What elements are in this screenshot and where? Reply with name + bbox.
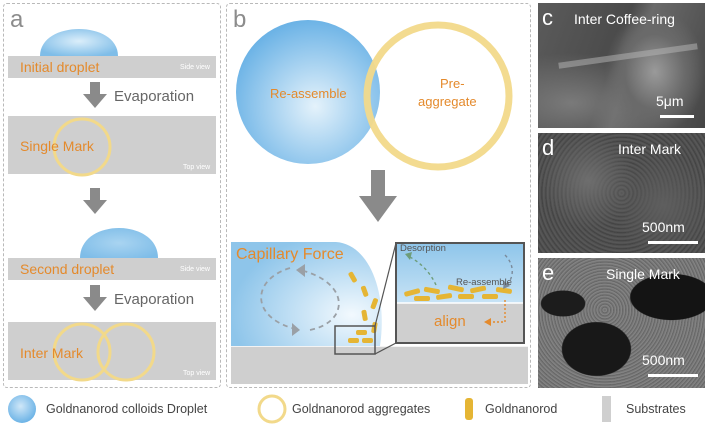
panel-c-label: Inter Coffee-ring: [574, 11, 675, 27]
reassemble-small-label: Re-assemble: [456, 277, 512, 288]
evaporation-arrow-1-icon: [83, 82, 107, 108]
panel-c-letter: c: [542, 5, 553, 30]
side-view-label-1: Side view: [180, 64, 210, 71]
panel-d-scale-bar: [648, 241, 698, 244]
legend-substrate-label: Substrates: [626, 402, 686, 416]
panel-b: b: [226, 3, 531, 388]
panel-e-scale-bar: [648, 374, 698, 377]
magnify-box: [334, 325, 376, 355]
substrate-b: [231, 346, 528, 384]
down-arrow-2-icon: [83, 188, 107, 214]
sem-panel-d: d Inter Mark 500nm: [538, 133, 705, 253]
legend-droplet-icon: [8, 395, 36, 423]
side-view-label-2: Side view: [180, 266, 210, 273]
panel-d-label: Inter Mark: [618, 141, 682, 157]
single-mark-label: Single Mark: [20, 138, 94, 154]
initial-droplet-shape: [40, 29, 118, 56]
capillary-force-label: Capillary Force: [236, 246, 344, 263]
capillary-droplet-shape: [231, 242, 382, 346]
sem-panel-e: e Single Mark 500nm: [538, 258, 705, 388]
legend-graphics: [8, 394, 611, 424]
down-arrow-b-icon: [359, 170, 397, 222]
panel-a-graphics: [40, 29, 158, 311]
panel-a-letter: a: [10, 6, 24, 33]
top-view-label-1: Top view: [183, 164, 211, 171]
legend-aggregate-label: Goldnanorod aggregates: [292, 402, 431, 416]
substrate-inter-mark: [8, 322, 216, 380]
legend-aggregate-icon: [257, 394, 287, 424]
panel-c-scale-label: 5μm: [656, 93, 684, 109]
evaporation-label-2: Evaporation: [114, 291, 195, 308]
desorption-label: Desorption: [400, 243, 446, 254]
sem-panel-c: c Inter Coffee-ring 5μm: [538, 3, 705, 128]
align-label: align: [434, 313, 466, 330]
top-view-label-2: Top view: [183, 370, 211, 377]
panel-d-scale-label: 500nm: [642, 219, 685, 235]
initial-droplet-label: Initial droplet: [20, 59, 100, 75]
legend-rod-label: Goldnanorod: [485, 402, 558, 416]
reassemble-label: Re-assemble: [270, 86, 347, 101]
evaporation-arrow-2-icon: [83, 285, 107, 311]
panel-d-letter: d: [542, 135, 555, 160]
legend-substrate-icon: [602, 396, 611, 422]
evaporation-label-1: Evaporation: [114, 88, 195, 105]
panel-c-scale-bar: [660, 115, 694, 118]
substrate-second: [8, 258, 216, 280]
inset-rods: [404, 284, 512, 301]
panel-e-scale-label: 500nm: [642, 352, 685, 368]
preaggregate-label-2: aggregate: [418, 94, 477, 109]
panel-b-graphics: [231, 20, 528, 384]
inter-mark-label: Inter Mark: [20, 345, 84, 361]
substrate-single-mark: [8, 116, 216, 174]
substrate-initial: [8, 56, 216, 78]
preaggregate-label-1: Pre-: [440, 76, 465, 91]
inter-ring-streak: [558, 43, 698, 69]
panel-e-letter: e: [542, 260, 555, 285]
inter-mark-rings: [52, 322, 156, 382]
panel-a: a: [3, 3, 221, 388]
second-droplet-shape: [80, 228, 158, 258]
panel-b-letter: b: [233, 6, 247, 33]
legend-rod-icon: [465, 398, 473, 420]
legend-droplet-label: Goldnanorod colloids Droplet: [46, 402, 208, 416]
preaggregate-ring: [363, 21, 513, 171]
second-droplet-label: Second droplet: [20, 261, 115, 277]
reassemble-circle: [236, 20, 380, 164]
single-mark-ring: [52, 117, 112, 177]
panel-e-label: Single Mark: [606, 266, 680, 282]
